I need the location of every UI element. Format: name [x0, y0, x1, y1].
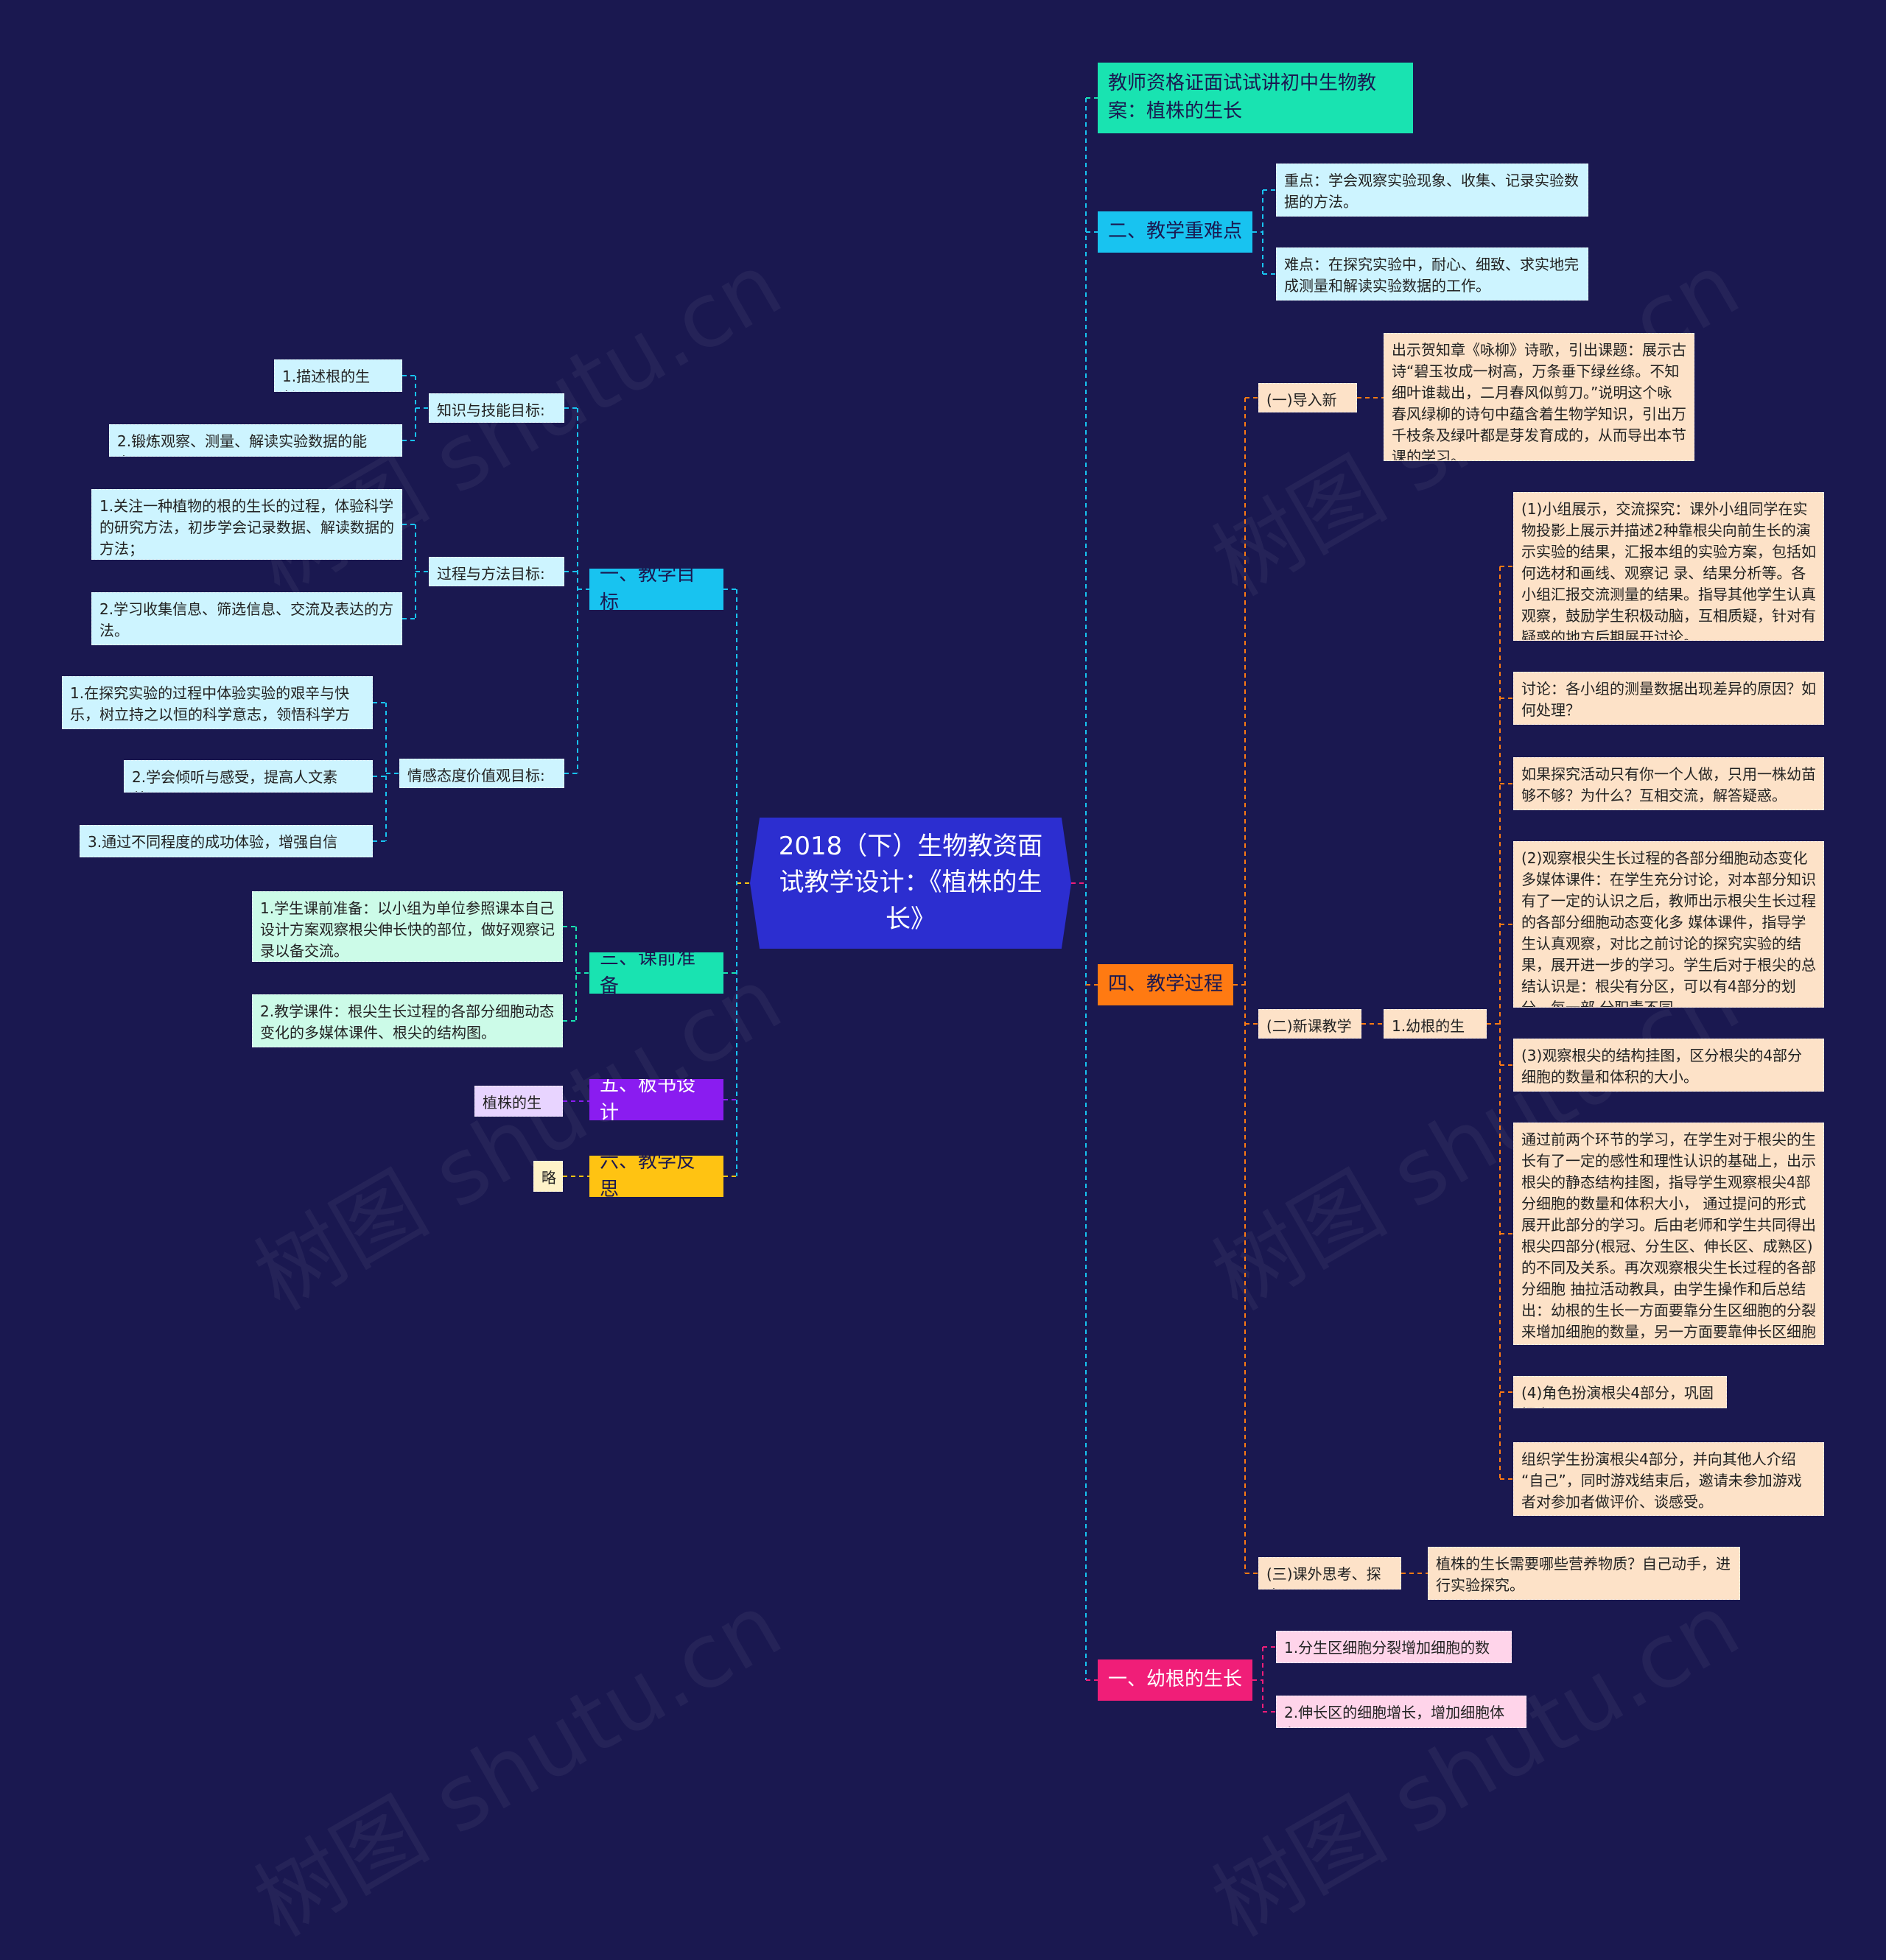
key-point-difficult[interactable]: 难点：在探究实验中，耐心、细致、求实地完成测量和解读实验数据的工作。 — [1276, 247, 1588, 301]
reflection-item[interactable]: 略 — [533, 1161, 563, 1192]
lesson-item[interactable]: (4)角色扮演根尖4部分，巩固提高。 — [1513, 1376, 1727, 1408]
intro-text[interactable]: 出示贺知章《咏柳》诗歌，引出课题：展示古诗“碧玉妆成一树高，万条垂下绿丝绦。不知… — [1384, 333, 1694, 461]
lesson-item[interactable]: 讨论：各小组的测量数据出现差异的原因？如何处理？ — [1513, 672, 1824, 725]
process-node[interactable]: 四、教学过程 — [1098, 964, 1233, 1005]
lesson-item[interactable]: 组织学生扮演根尖4部分，并向其他人介绍 “自己”，同时游戏结束后，邀请未参加游戏… — [1513, 1442, 1824, 1516]
reflection-node[interactable]: 六、教学反思 — [589, 1156, 723, 1197]
center-topic[interactable]: 2018（下）生物教资面试教学设计：《植株的生长》 — [750, 818, 1071, 949]
goals-node[interactable]: 一、教学目标 — [589, 569, 723, 610]
goal-item[interactable]: 3.通过不同程度的成功体验，增强自信心。 — [80, 825, 373, 857]
key-points-node[interactable]: 二、教学重难点 — [1098, 211, 1252, 253]
root-growth-child[interactable]: 1.分生区细胞分裂增加细胞的数目 — [1276, 1631, 1512, 1663]
goal-item[interactable]: 2.锻炼观察、测量、解读实验数据的能力。 — [109, 424, 402, 457]
goal-item[interactable]: 2.学会倾听与感受，提高人文素养； — [124, 760, 373, 793]
root-growth-subnode[interactable]: 1.幼根的生长 — [1384, 1009, 1487, 1039]
lesson-item[interactable]: (3)观察根尖的结构挂图，区分根尖的4部分细胞的数量和体积的大小。 — [1513, 1039, 1824, 1092]
intro-node[interactable]: (一)导入新课 — [1258, 383, 1357, 412]
board-item[interactable]: 植株的生长 — [474, 1086, 563, 1117]
board-node[interactable]: 五、板书设计 — [589, 1079, 723, 1120]
goal-item[interactable]: 1.关注一种植物的根的生长的过程，体验科学的研究方法，初步学会记录数据、解读数据… — [91, 489, 402, 560]
knowledge-goal-node[interactable]: 知识与技能目标: — [429, 393, 564, 423]
new-lesson-node[interactable]: (二)新课教学 — [1258, 1009, 1361, 1039]
lesson-item[interactable]: 通过前两个环节的学习，在学生对于根尖的生长有了一定的感性和理性认识的基础上，出示… — [1513, 1123, 1824, 1345]
prep-item[interactable]: 1.学生课前准备：以小组为单位参照课本自己设计方案观察根尖伸长快的部位，做好观察… — [252, 891, 563, 962]
prep-item[interactable]: 2.教学课件：根尖生长过程的各部分细胞动态变化的多媒体课件、根尖的结构图。 — [252, 994, 563, 1047]
title-node[interactable]: 教师资格证面试试讲初中生物教案：植株的生长 — [1098, 63, 1413, 133]
goal-item[interactable]: 2.学习收集信息、筛选信息、交流及表达的方法。 — [91, 592, 402, 645]
mindmap-connectors — [373, 97, 1513, 1713]
attitude-goal-node[interactable]: 情感态度价值观目标: — [399, 759, 564, 788]
goal-item[interactable]: 1.在探究实验的过程中体验实验的艰辛与快乐，树立持之以恒的科学意志，领悟科学方法… — [62, 676, 373, 729]
root-growth-node[interactable]: 一、幼根的生长 — [1098, 1659, 1252, 1701]
key-point-important[interactable]: 重点：学会观察实验现象、收集、记录实验数据的方法。 — [1276, 164, 1588, 217]
prep-node[interactable]: 三、课前准备 — [589, 952, 723, 994]
extension-node[interactable]: (三)课外思考、探索 — [1258, 1557, 1401, 1590]
root-growth-child[interactable]: 2.伸长区的细胞增长，增加细胞体积 — [1276, 1696, 1526, 1728]
lesson-item[interactable]: 如果探究活动只有你一个人做，只用一株幼苗够不够？为什么？互相交流，解答疑惑。 — [1513, 757, 1824, 810]
lesson-item[interactable]: (2)观察根尖生长过程的各部分细胞动态变化多媒体课件：在学生充分讨论，对本部分知… — [1513, 841, 1824, 1008]
process-goal-node[interactable]: 过程与方法目标: — [429, 557, 564, 586]
extension-text[interactable]: 植株的生长需要哪些营养物质？自己动手，进行实验探究。 — [1428, 1547, 1740, 1600]
lesson-item[interactable]: (1)小组展示，交流探究：课外小组同学在实物投影上展示并描述2种靠根尖向前生长的… — [1513, 492, 1824, 641]
goal-item[interactable]: 1.描述根的生长。 — [274, 359, 402, 392]
